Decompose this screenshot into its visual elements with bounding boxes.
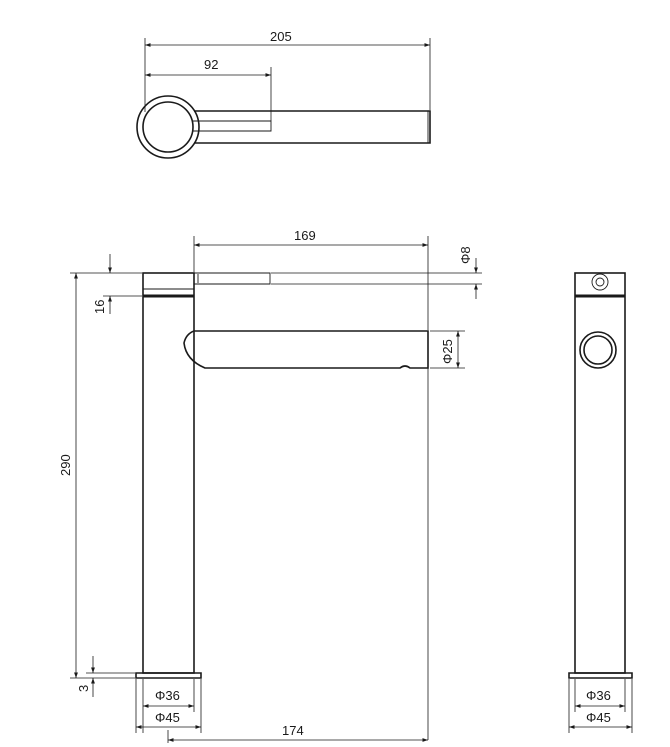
dim-base-diameter: Φ45 <box>155 710 180 725</box>
top-view-body-inner <box>142 101 194 153</box>
dim-handle-height: 16 <box>92 300 107 314</box>
dim-top-handle-length: 92 <box>204 57 218 72</box>
dim-spout-length: 169 <box>294 228 316 243</box>
dim-body-diameter: Φ36 <box>155 688 180 703</box>
side-view-body <box>574 272 626 674</box>
dim-spout-diameter: Φ25 <box>440 339 455 364</box>
front-view-spout <box>183 330 429 369</box>
front-view: 169 Φ8 Φ25 16 290 3 <box>58 228 482 743</box>
dim-base-height: 3 <box>76 685 91 692</box>
dim-reach: 174 <box>282 723 304 738</box>
front-view-handle <box>194 272 271 285</box>
dim-side-body-diameter: Φ36 <box>586 688 611 703</box>
top-view: 205 92 <box>136 29 431 159</box>
top-view-body-outer <box>136 95 200 159</box>
front-view-body <box>142 272 195 674</box>
side-view-handle-knob <box>591 273 609 291</box>
side-view: Φ36 Φ45 <box>568 272 633 733</box>
top-view-handle <box>192 120 272 132</box>
dim-total-height: 290 <box>58 454 73 476</box>
top-view-spout <box>194 110 431 144</box>
dim-top-total-length: 205 <box>270 29 292 44</box>
dim-side-base-diameter: Φ45 <box>586 710 611 725</box>
side-view-spout-inner <box>583 335 613 365</box>
dim-handle-diameter: Φ8 <box>458 246 473 264</box>
front-view-base <box>135 672 202 679</box>
side-view-spout-outer <box>579 331 617 369</box>
side-view-base <box>568 672 633 679</box>
